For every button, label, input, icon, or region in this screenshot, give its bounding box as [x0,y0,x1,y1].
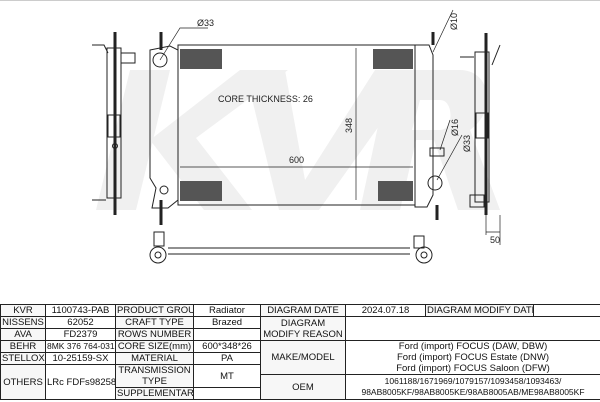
kvr-value: 1100743-PAB [45,304,116,317]
inlet-diameter: Ø33 [197,18,214,28]
stellox-label: STELLOX [0,352,46,365]
material-value: PA [193,352,261,365]
right-tank [414,44,434,208]
make-model-value: Ford (import) FOCUS (DAW, DBW) Ford (imp… [345,340,600,375]
offset-dimension: 50 [490,235,500,245]
small-pipe-diameter: Ø16 [450,119,460,136]
product-group-label: PRODUCT GROUP [115,304,194,317]
make-model-line: Ford (import) FOCUS Estate (DNW) [396,352,549,363]
transmission-label: TRANSMISSION TYPE [115,364,194,388]
material-label: MATERIAL [115,352,194,365]
oem-line: 98AB8005KF/98AB8005KE/98AB8005AB/ME98AB8… [361,387,585,397]
oem-value: 1061188/1671969/1079157/1093458/1093463/… [345,374,600,400]
rows-number-value [193,328,261,341]
make-model-label: MAKE/MODEL [260,340,346,375]
behr-value: 8MK 376 764-031 [45,340,116,353]
supplementary-value [193,387,261,400]
diagram-date-label: DIAGRAM DATE [260,304,346,317]
make-model-line: Ford (import) FOCUS Saloon (DFW) [396,363,550,374]
diagram-modify-reason-label: DIAGRAM MODIFY REASON [260,316,346,341]
outlet-diameter: Ø33 [462,135,472,152]
width-dimension: 600 [289,155,304,165]
stellox-value: 10-25159-SX [45,352,116,365]
height-dimension: 348 [344,118,354,133]
make-model-line: Ford (import) FOCUS (DAW, DBW) [398,341,548,353]
diagram-modify-reason-value [345,316,600,341]
nissens-label: NISSENS [0,316,46,329]
diagram-modify-date-label: DIAGRAM MODIFY DATE [425,304,534,317]
core-size-value: 600*348*26 [193,340,261,353]
oem-line: 1061188/1671969/1079157/1093458/1093463/ [384,376,562,386]
supplementary-label: SUPPLEMENTARY [115,387,194,400]
nissens-value: 62052 [45,316,116,329]
left-tank [149,45,179,209]
craft-type-value: Brazed [193,316,261,329]
craft-type-label: CRAFT TYPE [115,316,194,329]
right-side-view [460,33,501,215]
spec-table: KVR 1100743-PAB PRODUCT GROUP Radiator D… [0,304,600,400]
kvr-label: KVR [0,304,46,317]
behr-label: BEHR [0,340,46,353]
core-size-label: CORE SIZE(mm) [115,340,194,353]
bottom-view [149,231,433,264]
left-side-view [92,32,136,215]
diagram-date-value: 2024.07.18 [345,304,426,317]
core-thickness-label: CORE THICKNESS: 26 [218,94,313,104]
radiator-drawing: CORE THICKNESS: 26 600 348 Ø33 Ø10 Ø16 Ø… [0,0,600,264]
others-value: LRc FDFs98258 [45,364,116,400]
ava-label: AVA [0,328,46,341]
vent-diameter: Ø10 [449,13,459,30]
product-group-value: Radiator [193,304,261,317]
transmission-value: MT [193,364,261,388]
rows-number-label: ROWS NUMBER [115,328,194,341]
diagram-modify-date-value [533,304,600,317]
ava-value: FD2379 [45,328,116,341]
watermark-logo [96,70,500,210]
oem-label: OEM [260,374,346,400]
others-label: OTHERS [0,364,46,400]
